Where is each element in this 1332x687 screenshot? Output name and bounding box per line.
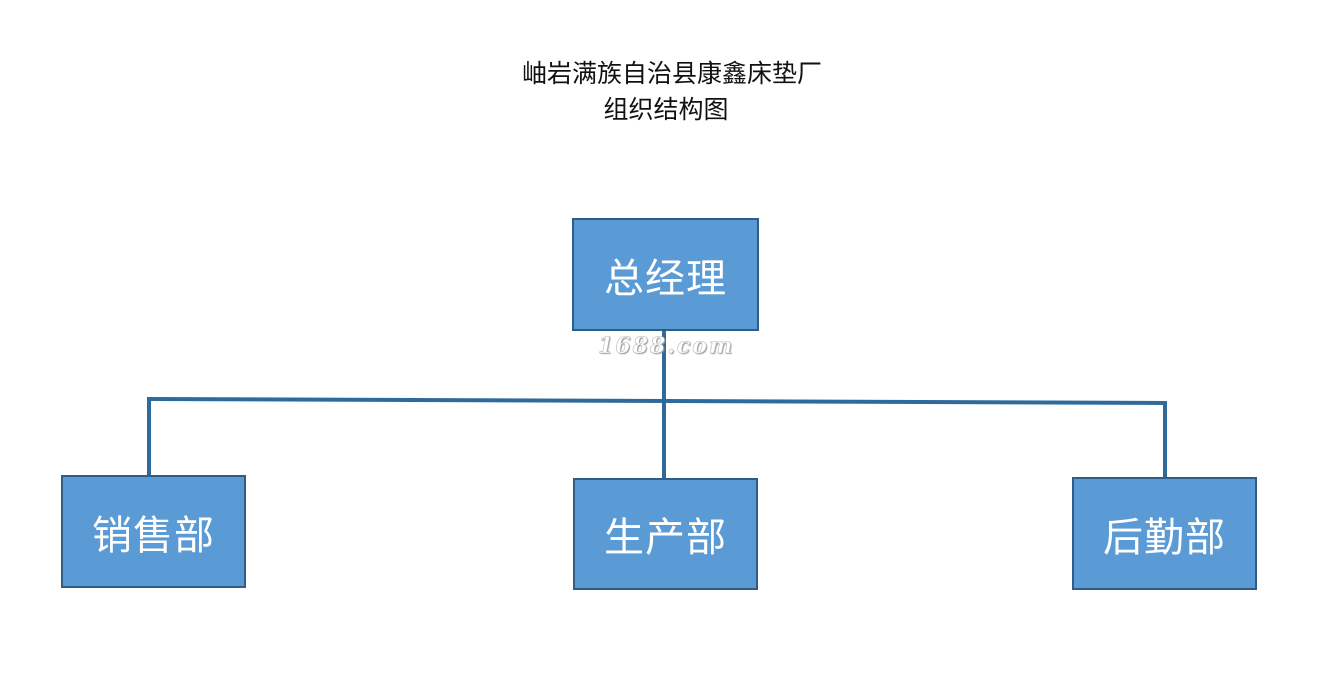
node-general-manager: 总经理: [572, 218, 759, 331]
chart-subtitle: 组织结构图: [603, 95, 729, 124]
node-logistics: 后勤部: [1072, 477, 1257, 590]
node-sales-label: 销售部: [92, 512, 215, 559]
node-general-manager-label: 总经理: [604, 255, 727, 302]
watermark-text: 1688.com: [598, 333, 735, 360]
node-sales: 销售部: [61, 475, 246, 588]
chart-title: 岫岩满族自治县康鑫床垫厂: [521, 59, 822, 88]
connector-horizontal-bus: [146, 396, 1168, 406]
node-production-label: 生产部: [604, 515, 727, 561]
node-production: 生产部: [573, 478, 758, 590]
node-logistics-label: 后勤部: [1103, 514, 1226, 561]
